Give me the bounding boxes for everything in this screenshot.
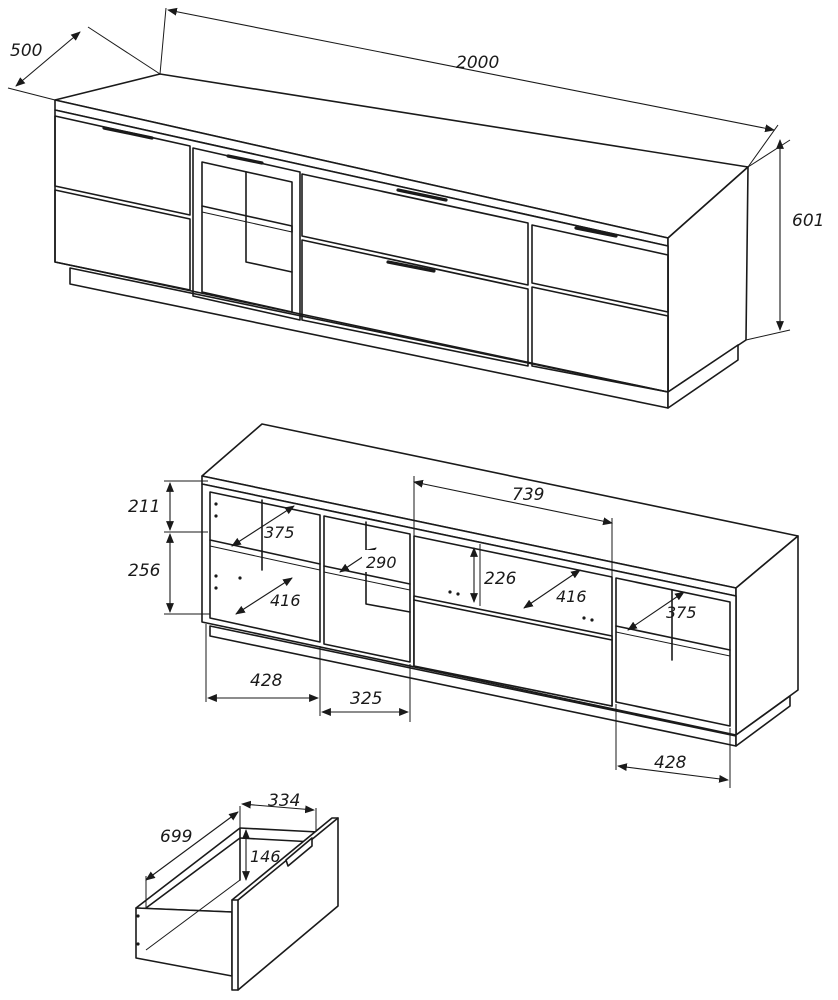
cabinet-plinth-side bbox=[667, 344, 739, 409]
drawer-inner-depth-label: 416 bbox=[556, 587, 587, 606]
right-upper-drawer bbox=[531, 224, 669, 313]
open-cabinet-plinth-side bbox=[735, 695, 791, 747]
left-shelf bbox=[209, 539, 321, 565]
right-shelf-depth-label: 375 bbox=[666, 603, 697, 622]
drawer-detail: 699 334 146 bbox=[135, 791, 339, 991]
middle-upper-handle bbox=[396, 188, 448, 202]
right-width-label: 428 bbox=[654, 753, 687, 773]
right-lower-drawer bbox=[531, 286, 669, 393]
middle-lower-handle bbox=[386, 260, 436, 273]
mid-width-label: 325 bbox=[350, 689, 382, 709]
drawer-height-label: 146 bbox=[250, 847, 281, 866]
drawer-front-panel bbox=[231, 817, 339, 991]
middle-lower-drawer bbox=[301, 239, 529, 367]
depth-dimension-line bbox=[15, 31, 81, 87]
drawer-inner-depth-line bbox=[523, 569, 581, 609]
niche-inner bbox=[201, 161, 293, 313]
open-niche bbox=[192, 147, 301, 321]
closed-cabinet: 500 2000 601 bbox=[7, 7, 824, 409]
left-drawer-handle bbox=[102, 126, 154, 140]
niche-handle bbox=[226, 154, 264, 165]
top-gap-label: 211 bbox=[128, 497, 160, 517]
depth-label: 500 bbox=[10, 41, 42, 61]
drawer-width-label: 739 bbox=[512, 485, 544, 505]
right-width-line bbox=[617, 763, 729, 783]
open-drawer-front bbox=[413, 595, 613, 707]
left-bottom-depth-line bbox=[235, 577, 293, 615]
right-drawer-handle bbox=[574, 226, 618, 238]
shelf-gap-label: 256 bbox=[128, 561, 161, 581]
drawer-inner-height-label: 226 bbox=[484, 569, 517, 589]
middle-upper-drawer bbox=[301, 173, 529, 286]
left-shelf-depth-line bbox=[231, 505, 295, 547]
width-label: 2000 bbox=[456, 53, 499, 73]
niche-back bbox=[245, 171, 293, 273]
drawer-box-left-side bbox=[135, 907, 233, 977]
left-width-label: 428 bbox=[250, 671, 283, 691]
height-label: 601 bbox=[792, 211, 824, 231]
middle-compartment bbox=[323, 515, 411, 663]
drawer-width-label-2: 334 bbox=[268, 791, 300, 811]
left-bottom-depth-label: 416 bbox=[270, 591, 301, 610]
drawer-width-line bbox=[413, 479, 613, 526]
open-cabinet: 375 416 290 226 416 739 375 bbox=[128, 423, 799, 788]
mid-shelf-depth-label: 290 bbox=[366, 553, 397, 572]
middle-shelf bbox=[323, 565, 411, 585]
right-compartment bbox=[615, 577, 731, 727]
niche-shelf bbox=[201, 205, 293, 233]
drawer-handle-slot bbox=[285, 837, 313, 867]
width-dimension-line bbox=[167, 7, 775, 133]
left-lower-drawer bbox=[54, 189, 191, 291]
drawer-depth-label: 699 bbox=[160, 827, 192, 847]
drawer-width-line-2 bbox=[241, 800, 315, 814]
drawer-depth-line bbox=[145, 811, 239, 881]
left-shelf-depth-label: 375 bbox=[264, 523, 295, 542]
right-shelf-depth-line bbox=[627, 591, 685, 631]
